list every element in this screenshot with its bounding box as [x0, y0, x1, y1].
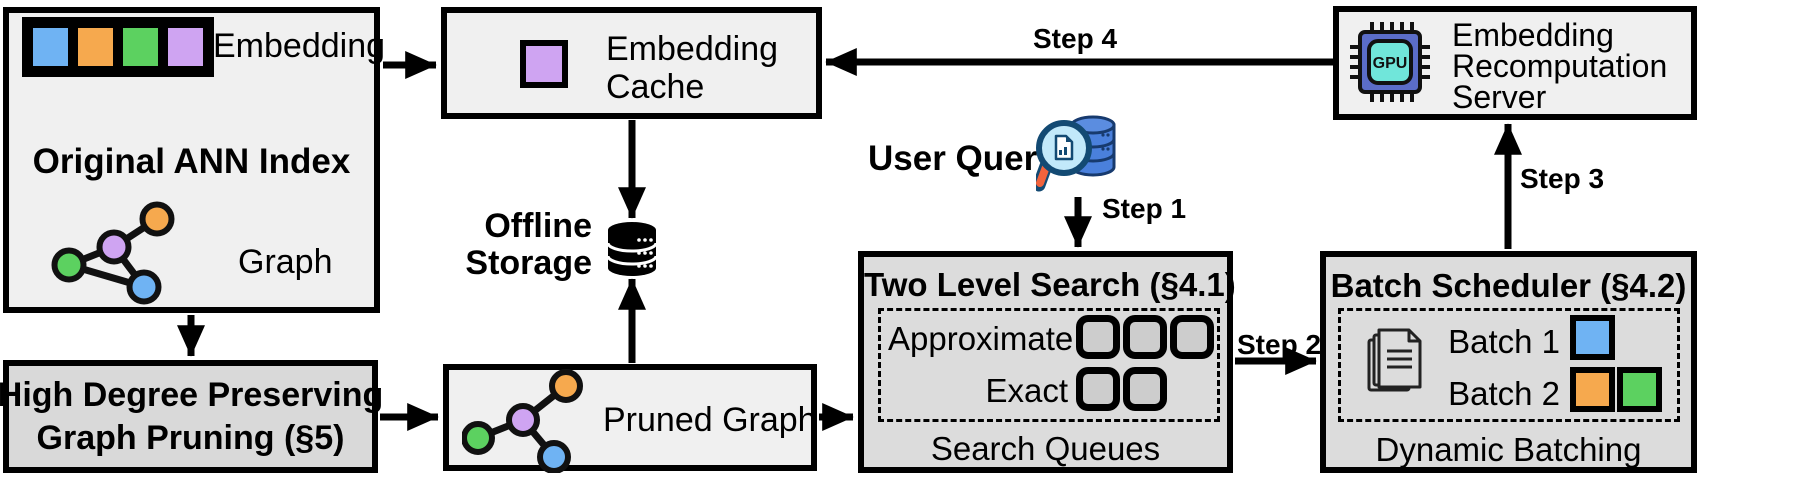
gpu-chip-icon: GPU [1350, 22, 1430, 102]
embedding-cell-purple [163, 23, 208, 71]
query-documents-icon [1367, 328, 1422, 392]
exact-queues [1076, 367, 1167, 411]
original-ann-index-box: Embedding Original ANN Index Graph [3, 7, 385, 313]
queue-slot [1170, 315, 1214, 359]
embedding-cell-orange [73, 23, 118, 71]
queue-slot [1123, 367, 1167, 411]
graph-pruning-title-line2: Graph Pruning (§5) [36, 418, 345, 457]
gpu-text: GPU [1373, 55, 1408, 72]
original-graph-icon [51, 201, 175, 305]
batch2-squares [1570, 367, 1662, 412]
dynamic-batching-dashed-region [1338, 308, 1680, 422]
cached-embedding-icon [520, 40, 568, 88]
embedding-cache-box: Embedding Cache [441, 7, 822, 119]
batch-scheduler-box: Batch Scheduler (§4.2) Batch 1 Batch 2 D… [1320, 251, 1697, 473]
user-query-icon [1036, 115, 1116, 192]
step1-label: Step 1 [1102, 193, 1187, 224]
embedding-vector-icon [22, 17, 214, 77]
pruned-graph-box: Pruned Graph [443, 364, 817, 473]
dynamic-batching-footer: Dynamic Batching [1375, 431, 1642, 468]
batch2-item-orange [1570, 367, 1615, 412]
graph-pruning-box: High Degree Preserving Graph Pruning (§5… [0, 360, 383, 473]
batch1-squares [1570, 315, 1615, 360]
queue-slot [1076, 367, 1120, 411]
embedding-label: Embedding [213, 27, 386, 65]
embedding-cell-blue [28, 23, 73, 71]
graph-label: Graph [238, 243, 333, 281]
offline-storage-label: Offline Storage [465, 207, 592, 282]
batch-scheduler-title: Batch Scheduler (§4.2) [1330, 267, 1687, 304]
recomputation-server-box: GPU Embedding Recomputation Server [1333, 6, 1697, 120]
step4-label: Step 4 [1033, 23, 1118, 54]
batch2-item-green [1617, 367, 1662, 412]
embedding-cache-label: Embedding Cache [606, 30, 779, 106]
graph-pruning-title-line1: High Degree Preserving [0, 376, 384, 414]
pruned-graph-label: Pruned Graph [603, 401, 817, 439]
search-queues-footer: Search Queues [930, 430, 1161, 467]
search-queues-dashed-region [878, 308, 1220, 422]
approximate-label: Approximate [888, 320, 1074, 357]
batch1-label: Batch 1 [1448, 323, 1560, 360]
step3-label: Step 3 [1520, 163, 1605, 194]
approximate-queues [1076, 315, 1214, 359]
queue-slot [1123, 315, 1167, 359]
two-level-search-box: Two Level Search (§4.1) Approximate Exac… [858, 251, 1236, 473]
two-level-search-title: Two Level Search (§4.1) [864, 266, 1236, 303]
exact-label: Exact [985, 372, 1068, 409]
embedding-cell-green [118, 23, 163, 71]
pruned-graph-icon [462, 369, 583, 473]
queue-slot [1076, 315, 1120, 359]
offline-storage-database-icon [606, 222, 658, 276]
step2-label: Step 2 [1237, 329, 1322, 360]
batch1-item-blue [1570, 315, 1615, 360]
ann-index-title: Original ANN Index [32, 142, 351, 181]
recomputation-server-label: Embedding Recomputation Server [1452, 17, 1668, 115]
batch2-label: Batch 2 [1448, 375, 1560, 412]
user-query-label: User Query [868, 139, 1057, 178]
